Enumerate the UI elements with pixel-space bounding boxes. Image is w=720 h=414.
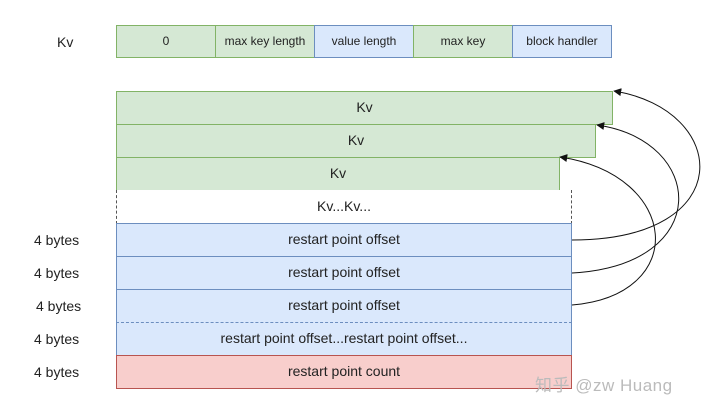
size-label-3: 4 bytes xyxy=(36,298,82,314)
watermark: 知乎 @zw Huang xyxy=(535,376,673,395)
arrow-offset1-to-kv1 xyxy=(571,88,701,241)
restart-offset-more: restart point offset...restart point off… xyxy=(116,322,572,356)
field-value-length: value length xyxy=(314,25,414,58)
size-label-4: 4 bytes xyxy=(34,331,80,347)
size-label-2: 4 bytes xyxy=(34,265,80,281)
restart-offset-2: restart point offset xyxy=(116,256,572,290)
kv-format-label: Kv xyxy=(57,34,74,50)
field-max-key-length: max key length xyxy=(215,25,315,58)
restart-point-count: restart point count xyxy=(116,355,572,389)
size-label-5: 4 bytes xyxy=(34,364,80,380)
kv-entry-1: Kv xyxy=(116,91,613,125)
kv-entry-2: Kv xyxy=(116,124,596,158)
arrow-offset3-to-kv3 xyxy=(559,154,656,306)
restart-offset-3: restart point offset xyxy=(116,289,572,323)
kv-entry-3: Kv xyxy=(116,157,560,191)
field-block-handler: block handler xyxy=(512,25,612,58)
size-label-1: 4 bytes xyxy=(34,232,80,248)
arrow-offset2-to-kv2 xyxy=(571,122,680,274)
kv-more: Kv...Kv... xyxy=(116,190,572,224)
